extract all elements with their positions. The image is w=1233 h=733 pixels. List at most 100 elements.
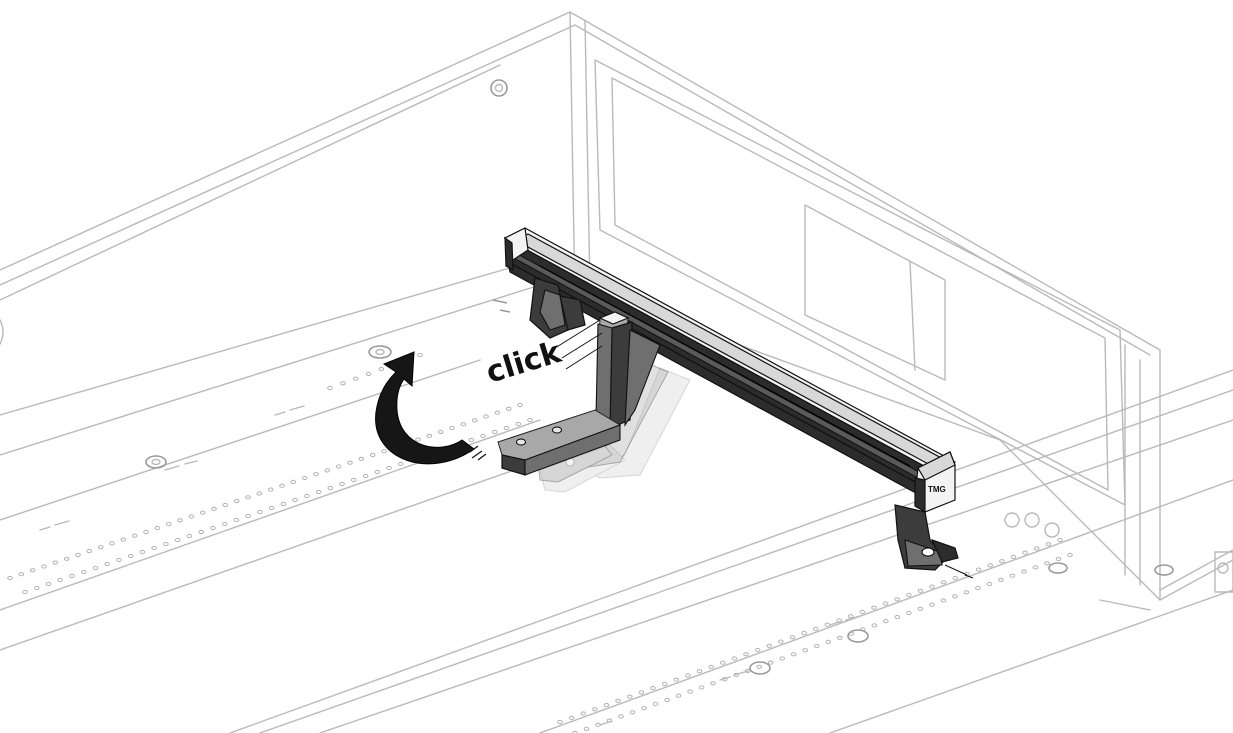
perforation-hole [871, 623, 878, 628]
perforation-hole [378, 367, 385, 372]
perforation-hole [503, 425, 510, 431]
perforation-hole [324, 468, 331, 473]
perforation-hole [86, 549, 93, 554]
ghosted-cabinet [0, 11, 1233, 733]
perforation-hole [480, 433, 486, 439]
right-foot [894, 504, 974, 579]
perforation-hole [369, 452, 376, 458]
perforation-hole [33, 585, 40, 591]
perforation-hole [940, 598, 947, 603]
perforation-hole [767, 660, 774, 665]
perforation-hole [859, 609, 866, 615]
perforation-hole [256, 491, 263, 496]
perforation-hole [1067, 552, 1073, 558]
perforation-hole [592, 707, 598, 712]
perforation-hole [652, 701, 659, 707]
perforation-hole [483, 414, 489, 419]
perforation-hole [882, 601, 889, 606]
perforation-hole [131, 533, 138, 538]
perforation-hole [743, 652, 749, 657]
perforation-hole [1057, 537, 1063, 543]
perforation-hole [449, 426, 455, 431]
perforation-hole [340, 381, 346, 386]
perforation-hole [1045, 542, 1052, 547]
perforation-hole [1033, 546, 1040, 551]
perforation-hole [917, 606, 924, 611]
perforation-hole [975, 567, 982, 572]
perforation-hole [583, 726, 590, 732]
perforation-hole [802, 648, 809, 653]
perforation-hole [627, 694, 633, 699]
perforation-hole [222, 502, 229, 508]
rail-end-label: TMG [928, 485, 946, 494]
perforation-hole [386, 465, 392, 471]
perforation-hole [837, 635, 843, 640]
perforation-hole [177, 518, 183, 523]
perforation-hole [790, 652, 797, 657]
perforation-hole [963, 590, 970, 595]
perforation-hole [756, 664, 763, 669]
perforation-hole [45, 581, 52, 587]
perforation-hole [527, 417, 533, 423]
perforation-hole [211, 506, 217, 511]
perforation-hole [698, 685, 705, 690]
perforation-hole [163, 541, 169, 547]
perforation-hole [778, 639, 784, 644]
perforation-hole [492, 429, 498, 435]
perforation-hole [952, 594, 958, 599]
perforation-hole [906, 592, 912, 598]
perforation-hole [335, 464, 342, 469]
position-markers [39, 405, 861, 726]
perforation-hole [998, 577, 1004, 582]
perforation-hole [109, 541, 115, 546]
perforation-hole [351, 477, 357, 483]
perforation-hole [362, 473, 369, 479]
perforation-hole [210, 525, 216, 531]
perforation-hole [22, 589, 28, 595]
perforation-hole [1032, 565, 1039, 570]
perforation-hole [929, 584, 935, 589]
click-label: click [482, 335, 566, 391]
perforation-hole [1021, 569, 1027, 574]
perforation-hole [267, 487, 274, 492]
perforation-hole [641, 706, 647, 711]
perforation-hole [1044, 561, 1050, 566]
perforation-hole [139, 549, 146, 555]
perforation-hole [1010, 554, 1017, 560]
perforation-hole [97, 545, 104, 550]
perforation-hole [471, 418, 478, 423]
perforation-hole [398, 461, 404, 467]
perforation-hole [766, 643, 773, 648]
perforation-hole [708, 664, 715, 670]
perforation-hole [104, 561, 110, 567]
perforation-hole [347, 460, 353, 465]
perforation-hole [352, 376, 359, 381]
keyhole-slots [145, 345, 1174, 675]
perforation-hole [116, 557, 122, 563]
perforation-hole [221, 521, 228, 527]
perforation-hole [696, 669, 703, 674]
perforation-hole [280, 501, 287, 507]
perforation-hole [917, 588, 924, 593]
perforation-hole [603, 703, 610, 708]
perforation-hole [871, 605, 877, 610]
perforation-hole [437, 429, 444, 434]
perforation-hole [754, 647, 761, 653]
perforation-hole [154, 525, 161, 531]
perforation-hole [7, 575, 13, 581]
perforation-hole [127, 553, 134, 559]
perforation-hole [557, 719, 563, 725]
support-bracket [497, 311, 661, 476]
perforation-hole [233, 517, 240, 523]
perforation-hole [304, 493, 310, 499]
perforation-hole [615, 698, 621, 703]
perforation-hole [720, 660, 726, 665]
perforation-hole [257, 509, 263, 515]
perforation-hole [80, 569, 87, 575]
perforation-hole [710, 681, 716, 686]
perforation-hole [381, 449, 387, 454]
perforation-hole [165, 522, 172, 527]
perforation-hole [824, 622, 831, 627]
perforation-hole [638, 690, 645, 695]
perforation-hole [29, 568, 36, 573]
